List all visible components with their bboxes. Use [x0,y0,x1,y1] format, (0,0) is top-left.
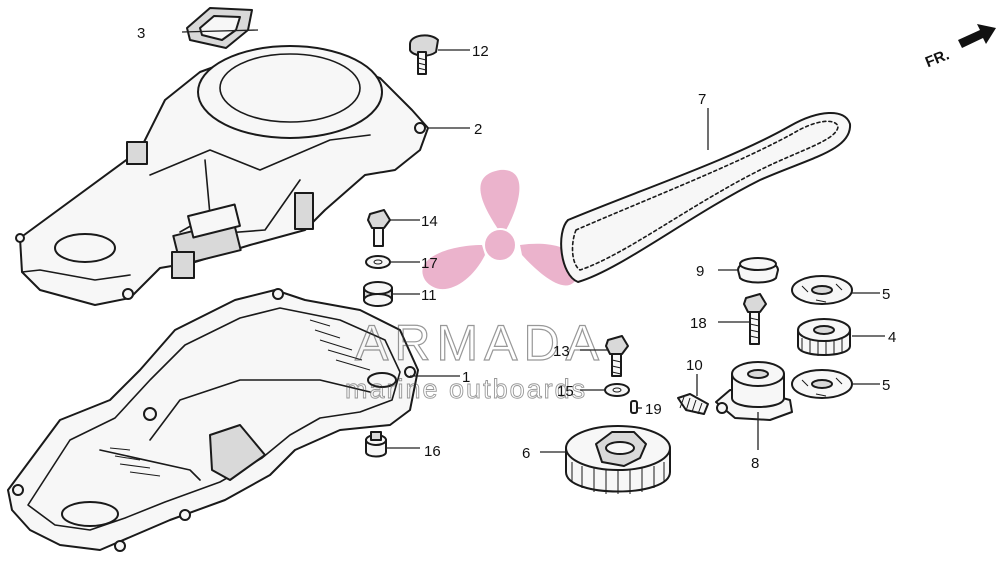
callout-14: 14 [421,213,438,230]
part-17-washer [365,255,391,269]
part-2-belt-cover [15,45,429,306]
callout-5-upper: 5 [882,286,890,303]
callout-16: 16 [424,443,441,460]
part-5-guide-plate-upper [791,275,853,305]
front-direction-indicator: FR. [923,24,996,71]
front-arrow-icon [958,24,996,48]
callout-2: 2 [474,121,482,138]
callout-18: 18 [690,315,707,332]
callout-13: 13 [553,343,570,360]
callout-12: 12 [472,43,489,60]
propeller-logo-watermark [422,169,580,290]
part-19-pin [630,400,638,414]
callout-11: 11 [421,287,437,304]
part-15-washer [604,383,630,397]
callout-3: 3 [137,25,145,42]
callout-4: 4 [888,329,896,346]
callout-5-lower: 5 [882,377,890,394]
part-14-bolt [367,209,391,247]
part-18-bolt [743,293,767,345]
watermark-subtitle: marine outboards [345,374,587,404]
callout-8: 8 [751,455,759,472]
leader-lines [181,29,885,453]
part-1-base-cover [7,288,419,552]
callout-labels: 3 12 2 14 17 11 1 16 7 9 5 4 5 18 13 15 … [137,25,896,472]
callout-7: 7 [698,91,706,108]
direction-label: FR. [923,46,952,71]
part-10-spring [677,393,709,415]
part-13-bolt [605,335,629,377]
callout-10: 10 [686,357,703,374]
part-4-pulley [797,318,851,356]
part-16-collar [365,431,387,458]
part-9-cap [737,257,779,284]
callout-9: 9 [696,263,704,280]
part-6-driven-pulley [565,425,671,494]
part-11-grommet [363,281,393,307]
callout-19: 19 [645,401,662,418]
part-8-tensioner [715,361,793,421]
callout-15: 15 [557,383,574,400]
watermark-title: ARMADA [355,315,605,371]
part-5-guide-plate-lower [791,369,853,399]
callout-1: 1 [462,369,470,386]
part-3-gasket [186,7,253,49]
part-7-timing-belt [560,111,852,283]
callout-6: 6 [522,445,530,462]
callout-17: 17 [421,255,438,272]
part-12-bolt [409,34,439,75]
